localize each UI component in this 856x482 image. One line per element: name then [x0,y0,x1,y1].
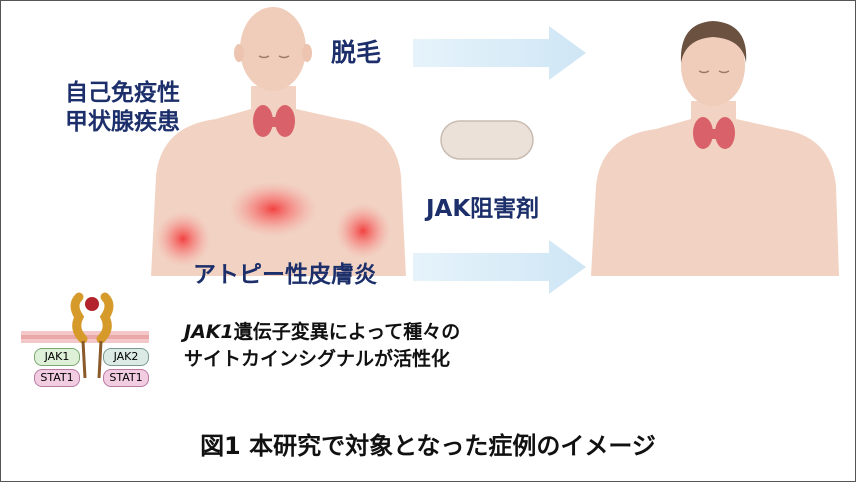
arrow-bottom [413,240,586,294]
jak-inhibitor-label: JAK阻害剤 [426,196,540,222]
mutation-line2: サイトカインシグナルが活性化 [184,348,451,370]
patient-after [591,21,839,276]
pill-icon [440,120,534,160]
inflammation-chest [228,181,318,237]
hair-icon [680,21,747,63]
thyroid-label: 自己免疫性 甲状腺疾患 [65,79,180,137]
hair-loss-label: 脱毛 [331,38,382,67]
patient-before [151,7,406,276]
receptor-icon [21,292,149,379]
inflammation-arm-left [155,211,211,267]
jak1-gene: JAK1 [184,321,234,343]
thyroid-icon [253,105,295,137]
atopic-dermatitis-label: アトピー性皮膚炎 [193,262,377,288]
thyroid-icon [693,117,735,149]
jak2-badge: JAK2 [103,348,149,366]
stat1-badge-left: STAT1 [34,369,80,387]
figure-caption: 図1 本研究で対象となった症例のイメージ [200,432,656,460]
jak1-badge: JAK1 [34,348,80,366]
thyroid-label-line1: 自己免疫性 [65,80,180,106]
mutation-text: JAK1遺伝子変異によって種々の サイトカインシグナルが活性化 [184,319,460,373]
thyroid-label-line2: 甲状腺疾患 [65,109,180,135]
stat1-badge-right: STAT1 [103,369,149,387]
mutation-line1: 遺伝子変異によって種々の [233,321,461,343]
arrow-top [413,26,586,80]
inflammation-arm-right [335,203,391,259]
